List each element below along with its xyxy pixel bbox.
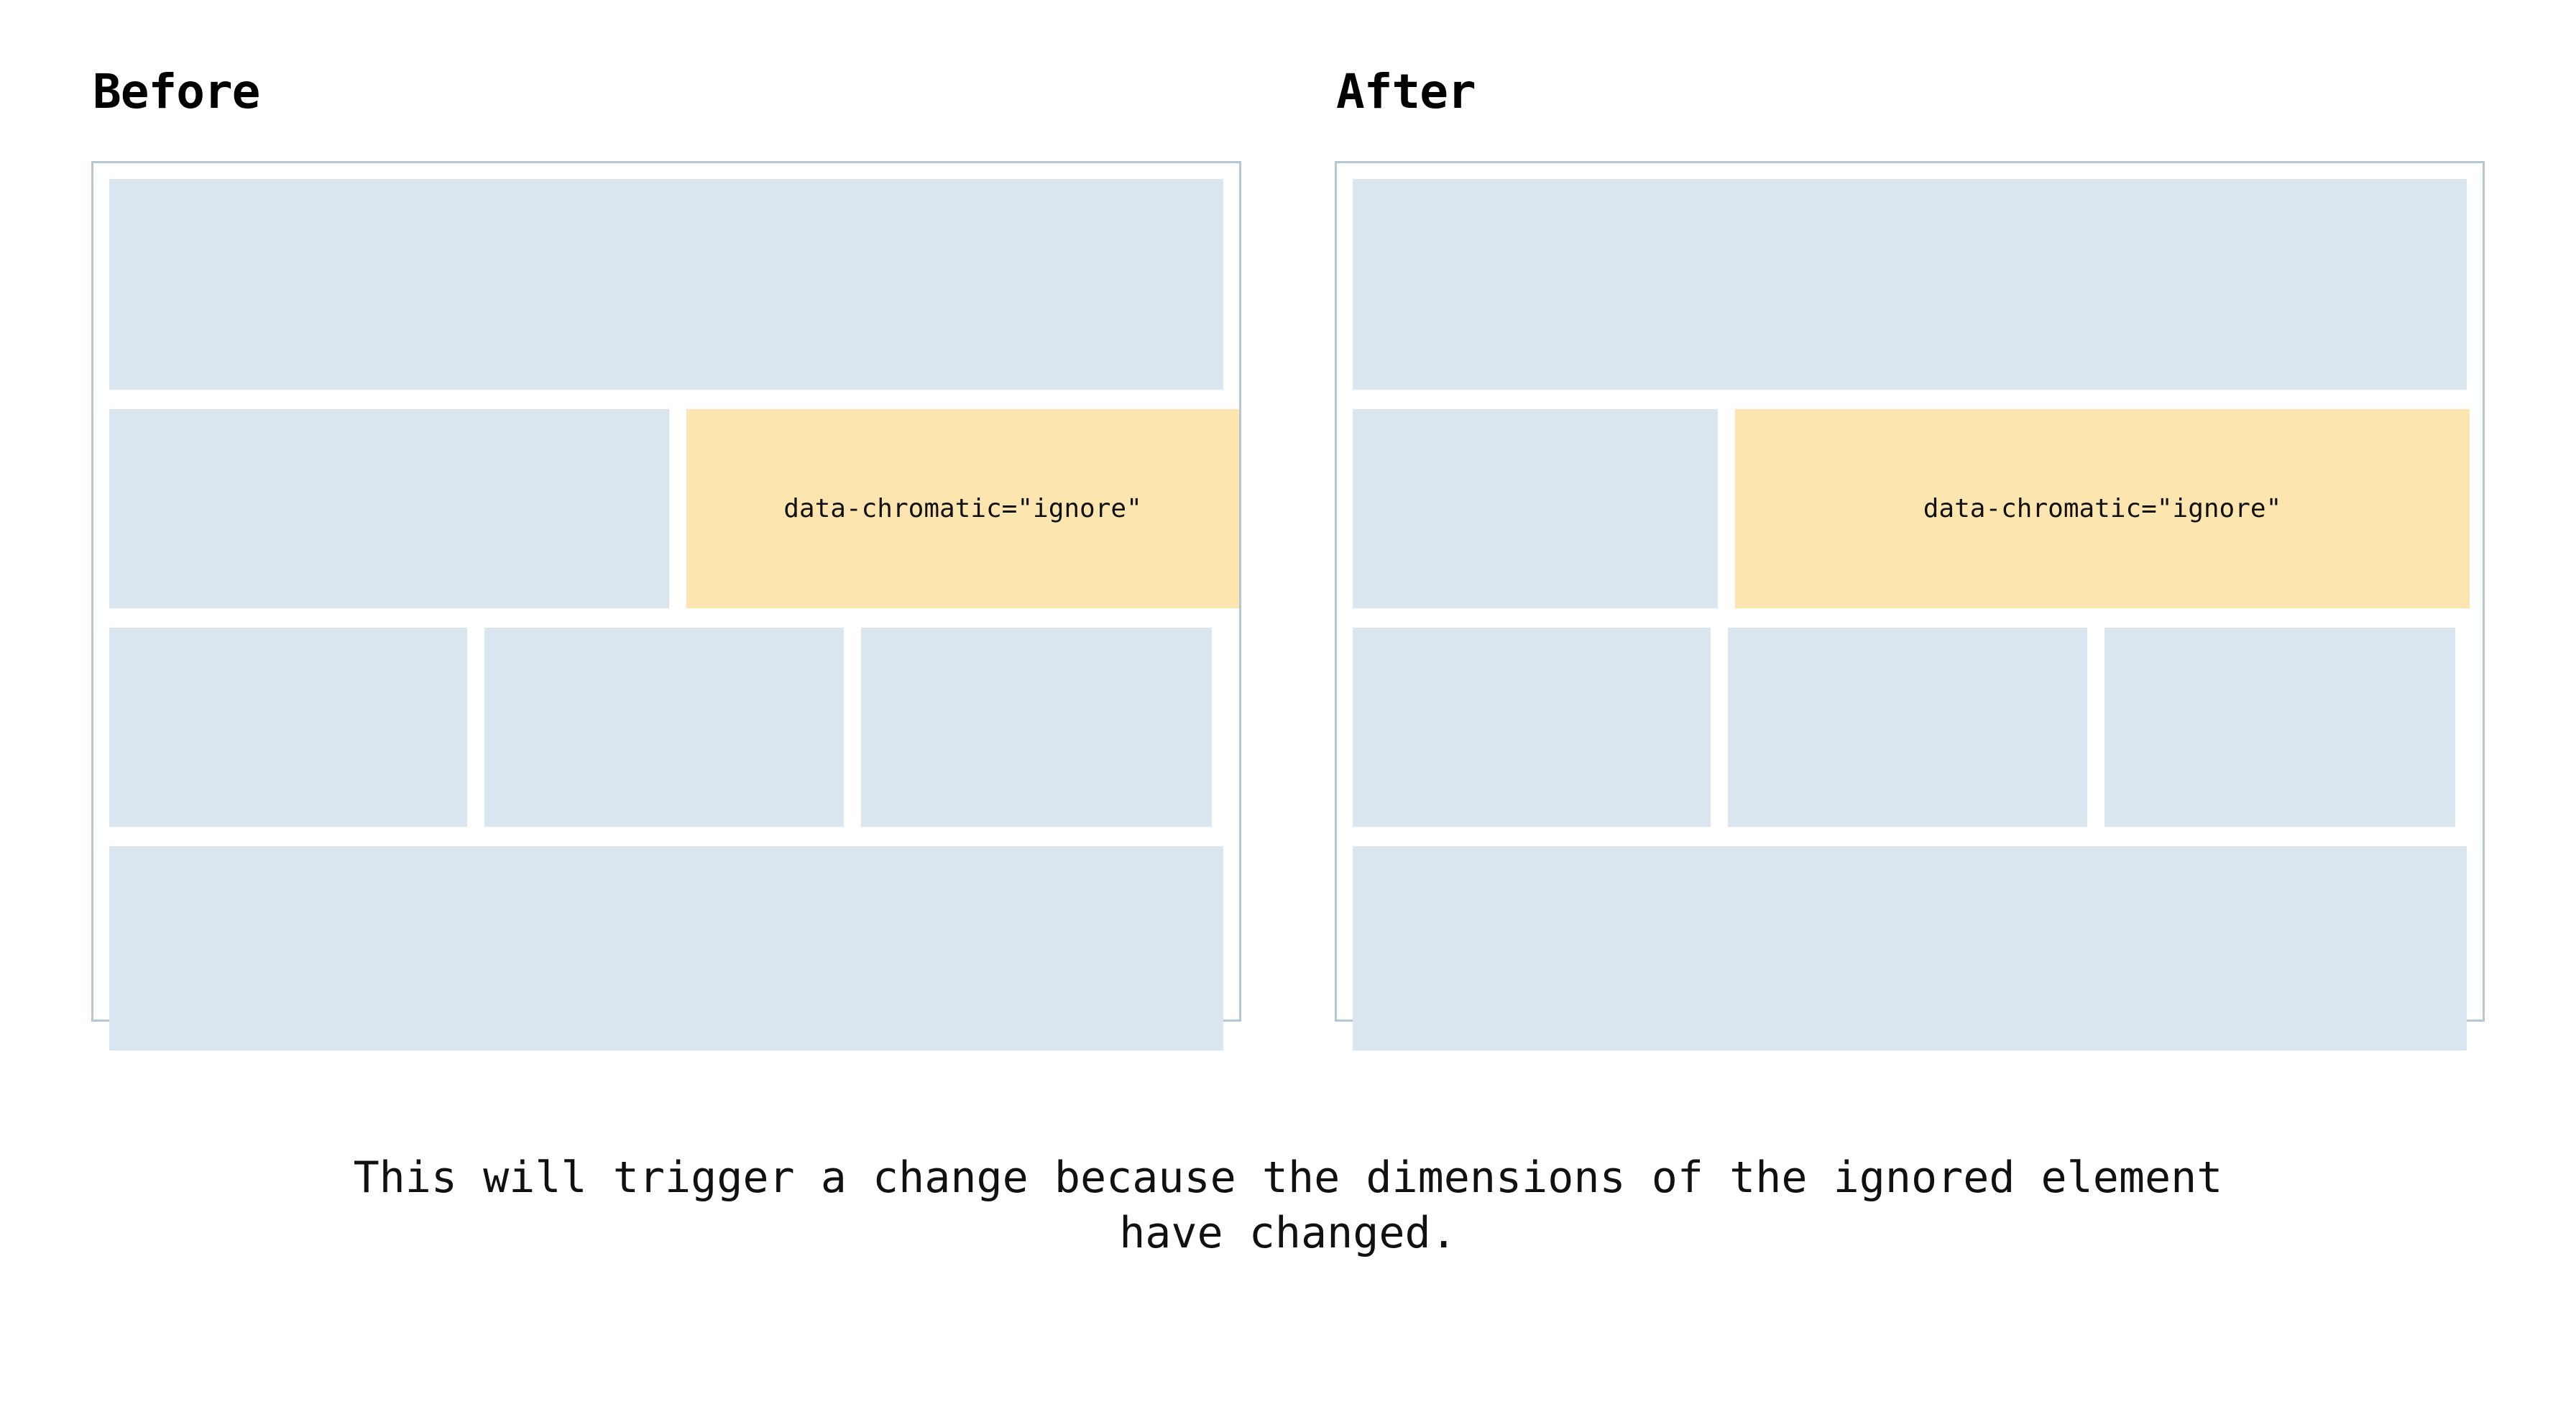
after-row-4 [1353, 846, 2467, 1050]
placeholder-block [109, 179, 1223, 390]
before-panel-title: Before [93, 64, 260, 119]
placeholder-block [1353, 409, 1718, 608]
placeholder-block [1353, 846, 2467, 1050]
placeholder-block [861, 628, 1212, 827]
before-row-2: data-chromatic="ignore" [109, 409, 1239, 608]
placeholder-block [1353, 179, 2467, 390]
ignored-block: data-chromatic="ignore" [1735, 409, 2470, 608]
caption-text: This will trigger a change because the d… [353, 1153, 2223, 1258]
after-panel-title: After [1336, 64, 1476, 119]
before-after-comparison: Before data-chromatic="ignore" [91, 64, 2485, 1050]
before-panel-frame: data-chromatic="ignore" [91, 161, 1241, 1050]
before-column: Before data-chromatic="ignore" [91, 64, 1241, 1050]
caption: This will trigger a change because the d… [0, 1150, 2576, 1261]
before-row-1 [109, 179, 1223, 390]
placeholder-block [109, 628, 467, 827]
placeholder-block [1728, 628, 2087, 827]
after-row-3 [1353, 628, 2467, 827]
ignored-block-label: data-chromatic="ignore" [783, 494, 1142, 523]
after-row-2: data-chromatic="ignore" [1353, 409, 2470, 608]
after-panel-frame: data-chromatic="ignore" [1335, 161, 2485, 1050]
placeholder-block [484, 628, 844, 827]
before-row-4 [109, 846, 1223, 1050]
ignored-block: data-chromatic="ignore" [686, 409, 1239, 608]
placeholder-block [109, 846, 1223, 1050]
after-column: After data-chromatic="ignore" [1335, 64, 2485, 1050]
placeholder-block [2104, 628, 2455, 827]
placeholder-block [109, 409, 669, 608]
ignored-block-label: data-chromatic="ignore" [1923, 494, 2282, 523]
before-row-3 [109, 628, 1223, 827]
after-row-1 [1353, 179, 2467, 390]
placeholder-block [1353, 628, 1711, 827]
